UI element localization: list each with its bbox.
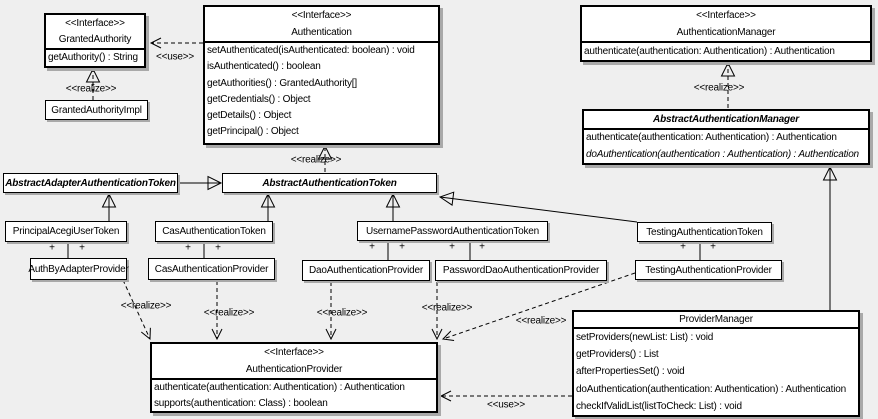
stereotype-label: <<Interface>> (65, 18, 125, 29)
stereotype-label: <<Interface>> (264, 347, 324, 358)
association-visibility-plus: + (215, 242, 221, 254)
method: afterPropertiesSet() : void (576, 366, 685, 378)
class-auth-by-adapter-provider: AuthByAdapterProvider (28, 258, 129, 280)
class-testing-authentication-token: TestingAuthenticationToken (637, 222, 772, 242)
method: authenticate(authentication: Authenticat… (586, 132, 837, 143)
method: isAuthenticated() : boolean (207, 61, 321, 73)
method: checkIfValidList(listToCheck: List) : vo… (576, 400, 742, 412)
class-title: AuthByAdapterProvider (28, 263, 129, 275)
method: authenticate(authentication: Authenticat… (154, 382, 405, 393)
method: getAuthority() : String (48, 52, 138, 63)
method: authenticate(authentication: Authenticat… (584, 46, 835, 57)
class-title: GrantedAuthorityImpl (51, 104, 142, 116)
class-abstract-authentication-manager: AbstractAuthenticationManager authentica… (582, 109, 870, 165)
class-authentication-provider: <<Interface>> AuthenticationProvider aut… (150, 342, 438, 413)
realize-label: <<realize>> (421, 302, 473, 314)
class-title: Authentication (291, 27, 352, 38)
class-title: PrincipalAcegiUserToken (12, 226, 120, 237)
realize-label: <<realize>> (515, 315, 567, 327)
association-visibility-plus: + (710, 241, 716, 253)
association-visibility-plus: + (680, 241, 686, 253)
use-label: <<use>> (155, 51, 195, 63)
method: getCredentials() : Object (207, 93, 311, 105)
method: doAuthentication(authentication : Authen… (586, 148, 859, 160)
class-title: TestingAuthenticationProvider (645, 264, 772, 276)
class-title: ProviderManager (679, 314, 753, 325)
generalization-testingauthenticationtoken (438, 191, 638, 223)
association-visibility-plus: + (185, 242, 191, 254)
realize-label: <<realize>> (290, 154, 342, 166)
association-visibility-plus: + (369, 241, 375, 253)
class-provider-manager: ProviderManager setProviders(newList: Li… (572, 310, 860, 417)
realize-label: <<realize>> (316, 307, 368, 319)
class-title: AbstractAuthenticationManager (653, 114, 799, 125)
class-username-password-authentication-token: UsernamePasswordAuthenticationToken (357, 221, 548, 241)
method: supports(authentication: Class) : boolea… (154, 397, 328, 409)
realize-label: <<realize>> (120, 300, 172, 312)
realize-label: <<realize>> (203, 307, 255, 319)
class-title: DaoAuthenticationProvider (309, 265, 423, 276)
class-granted-authority: <<Interface>> GrantedAuthority getAuthor… (44, 13, 146, 68)
class-title: UsernamePasswordAuthenticationToken (365, 225, 540, 237)
class-authentication-manager: <<Interface>> AuthenticationManager auth… (580, 5, 872, 62)
association-visibility-plus: + (479, 241, 485, 253)
class-abstract-adapter-authentication-token: AbstractAdapterAuthenticationToken (3, 173, 178, 193)
use-label: <<use>> (486, 399, 526, 411)
stereotype-label: <<Interface>> (696, 10, 756, 21)
class-title: PasswordDaoAuthenticationProvider (442, 265, 600, 276)
class-password-dao-authentication-provider: PasswordDaoAuthenticationProvider (435, 260, 607, 281)
association-visibility-plus: + (449, 241, 455, 253)
class-title: CasAuthenticationToken (162, 226, 266, 237)
class-title: CasAuthenticationProvider (154, 263, 269, 275)
class-principal-acegi-user-token: PrincipalAcegiUserToken (5, 221, 127, 242)
class-authentication: <<Interface>> Authentication setAuthenti… (203, 5, 440, 145)
stereotype-label: <<Interface>> (291, 10, 352, 21)
association-visibility-plus: + (49, 242, 55, 254)
class-title: GrantedAuthority (58, 34, 132, 45)
method: getDetails() : Object (207, 110, 292, 122)
class-title: TestingAuthenticationToken (646, 226, 763, 238)
class-dao-authentication-provider: DaoAuthenticationProvider (302, 260, 430, 281)
association-visibility-plus: + (79, 242, 85, 254)
realize-label: <<realize>> (65, 83, 117, 95)
class-testing-authentication-provider: TestingAuthenticationProvider (635, 260, 782, 280)
method: getPrincipal() : Object (207, 126, 299, 138)
class-granted-authority-impl: GrantedAuthorityImpl (45, 100, 148, 120)
class-title: AbstractAdapterAuthenticationToken (5, 177, 176, 189)
method: setAuthenticated(isAuthenticated: boolea… (207, 45, 415, 56)
method: doAuthentication(authentication: Authent… (576, 383, 846, 395)
class-abstract-authentication-token: AbstractAuthenticationToken (222, 173, 437, 193)
method: getAuthorities() : GrantedAuthority[] (207, 77, 357, 89)
class-title: AuthenticationManager (676, 27, 776, 38)
class-title: AuthenticationProvider (245, 364, 343, 375)
class-title: AbstractAuthenticationToken (262, 177, 397, 189)
method: getProviders() : List (576, 349, 659, 361)
class-cas-authentication-provider: CasAuthenticationProvider (148, 258, 275, 280)
association-visibility-plus: + (399, 241, 405, 253)
method: setProviders(newList: List) : void (576, 332, 714, 343)
class-cas-authentication-token: CasAuthenticationToken (155, 221, 273, 242)
realize-label: <<realize>> (693, 82, 745, 94)
